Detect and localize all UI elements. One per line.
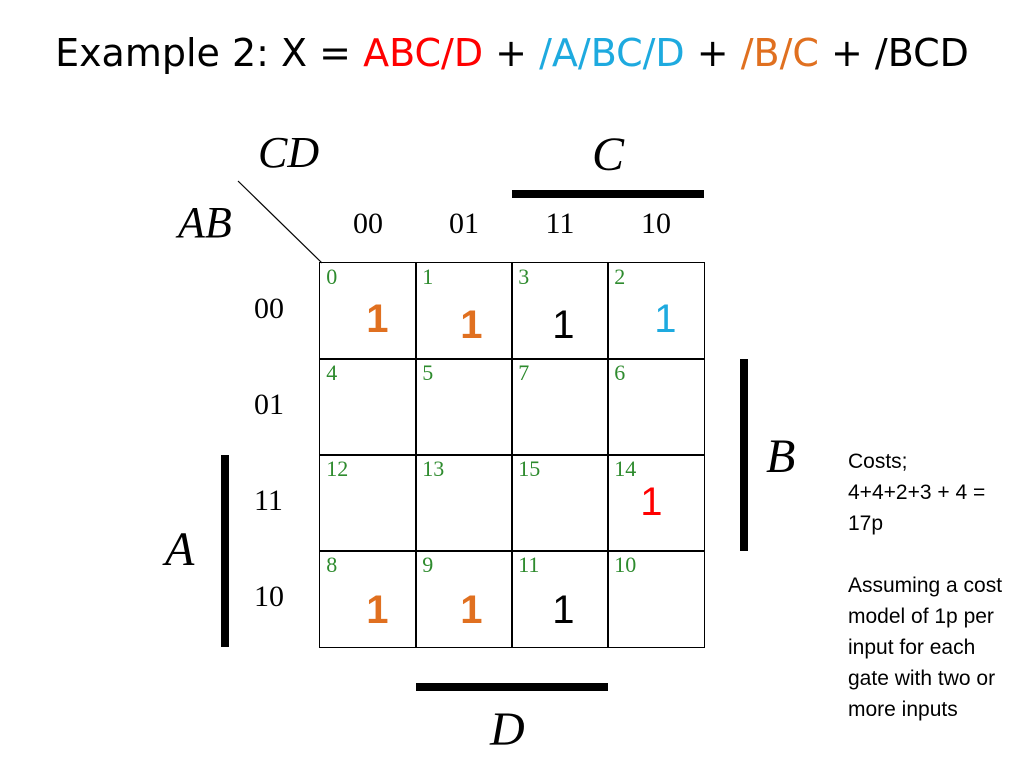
row-header-11: 11 bbox=[254, 484, 283, 517]
cell-value: 1 bbox=[366, 297, 389, 342]
c-variable-label: C bbox=[592, 128, 625, 181]
col-header-00: 00 bbox=[353, 207, 383, 240]
kmap-cell-15: 15 bbox=[511, 454, 609, 552]
cost-model-assumption: Assuming a cost model of 1p per input fo… bbox=[848, 574, 1003, 721]
cell-index: 7 bbox=[518, 360, 530, 386]
costs-spacer bbox=[848, 539, 1018, 570]
a-variable-label: A bbox=[165, 523, 195, 576]
row-header-01: 01 bbox=[254, 388, 284, 421]
row-header-10: 10 bbox=[254, 580, 284, 613]
cell-index: 6 bbox=[614, 360, 626, 386]
title-plus-1: + bbox=[483, 31, 540, 75]
b-range-bar bbox=[740, 359, 748, 551]
cd-variable-label: CD bbox=[258, 128, 320, 177]
title-term-3: /B/C bbox=[740, 31, 819, 75]
cell-index: 13 bbox=[422, 456, 445, 482]
kmap-cell-5: 5 bbox=[415, 358, 513, 456]
b-variable-label: B bbox=[766, 430, 796, 483]
cell-index: 3 bbox=[518, 264, 530, 290]
cell-value: 1 bbox=[552, 303, 575, 348]
d-variable-label: D bbox=[490, 703, 525, 756]
kmap-cell-7: 7 bbox=[511, 358, 609, 456]
ab-variable-label: AB bbox=[178, 198, 232, 247]
row-header-00: 00 bbox=[254, 292, 284, 325]
cell-index: 15 bbox=[518, 456, 541, 482]
cell-value: 1 bbox=[654, 297, 677, 342]
cell-index: 14 bbox=[614, 456, 637, 482]
title-term-2: /A/BC/D bbox=[539, 31, 685, 75]
cell-value: 1 bbox=[460, 303, 483, 348]
kmap-cell-10: 10 bbox=[607, 550, 705, 648]
title-prefix: Example 2: X = bbox=[55, 31, 364, 75]
cell-index: 2 bbox=[614, 264, 626, 290]
kmap-cell-6: 6 bbox=[607, 358, 705, 456]
cell-index: 0 bbox=[326, 264, 338, 290]
col-header-01: 01 bbox=[449, 207, 479, 240]
d-range-bar bbox=[416, 683, 608, 691]
cell-index: 4 bbox=[326, 360, 338, 386]
c-range-bar bbox=[512, 190, 704, 198]
costs-heading: Costs; bbox=[848, 450, 908, 473]
kmap-cell-4: 4 bbox=[319, 358, 417, 456]
cell-index: 1 bbox=[422, 264, 434, 290]
cost-notes: Costs; 4+4+2+3 + 4 = 17p Assuming a cost… bbox=[848, 446, 1018, 725]
cell-index: 8 bbox=[326, 552, 338, 578]
cell-index: 12 bbox=[326, 456, 349, 482]
kmap-cell-12: 12 bbox=[319, 454, 417, 552]
cell-value: 1 bbox=[640, 480, 663, 525]
title-term-4: + /BCD bbox=[818, 31, 969, 75]
col-header-11: 11 bbox=[545, 207, 575, 240]
cell-index: 5 bbox=[422, 360, 434, 386]
title-plus-2: + bbox=[684, 31, 741, 75]
cell-index: 10 bbox=[614, 552, 637, 578]
cell-index: 11 bbox=[518, 552, 540, 578]
kmap-cell-13: 13 bbox=[415, 454, 513, 552]
slide-title: Example 2: X = ABC/D + /A/BC/D + /B/C + … bbox=[0, 28, 1024, 78]
cell-value: 1 bbox=[460, 588, 483, 633]
cell-index: 9 bbox=[422, 552, 434, 578]
cell-value: 1 bbox=[552, 588, 575, 633]
col-header-10: 10 bbox=[641, 207, 671, 240]
costs-calculation: 4+4+2+3 + 4 = 17p bbox=[848, 481, 986, 535]
a-range-bar bbox=[221, 455, 229, 647]
title-term-1: ABC/D bbox=[363, 31, 484, 75]
cell-value: 1 bbox=[366, 588, 389, 633]
